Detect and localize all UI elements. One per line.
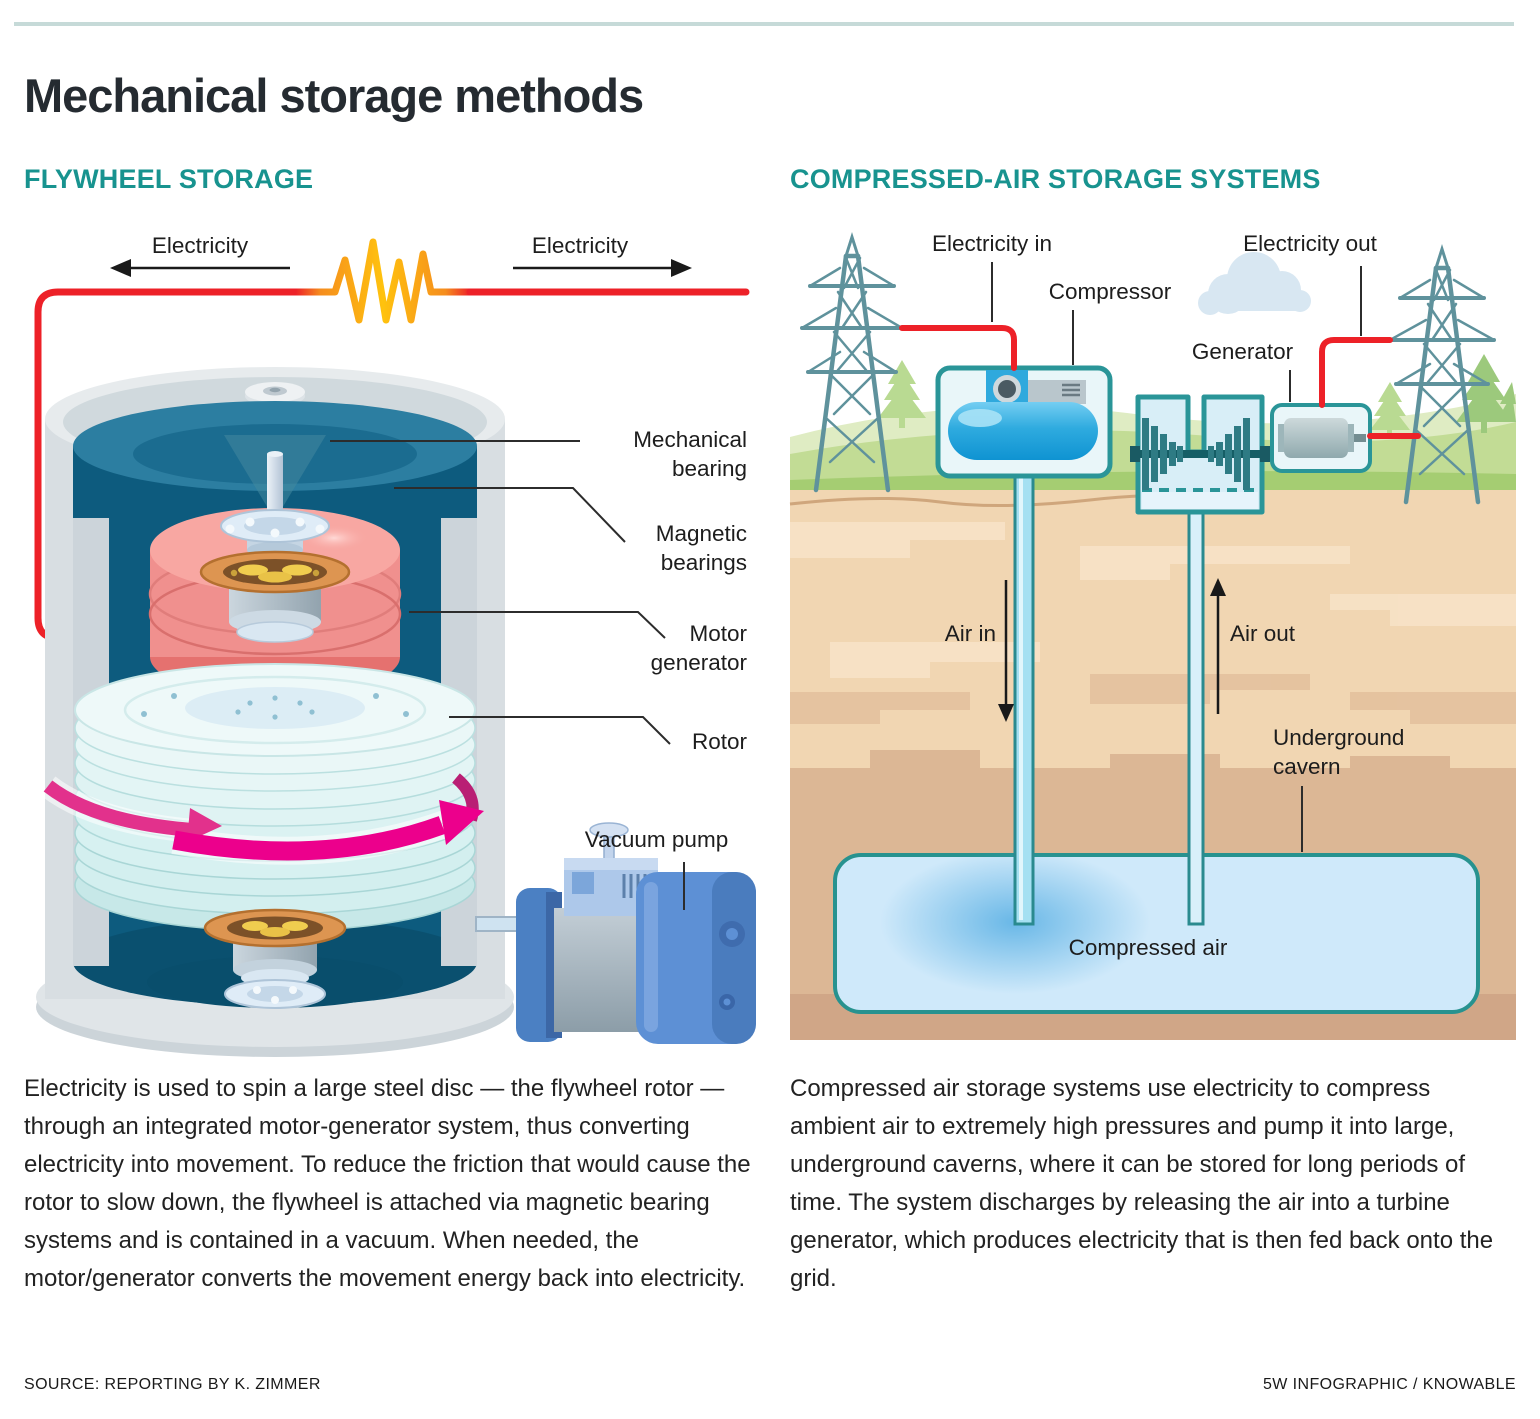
label-electricity-out: Electricity out — [1243, 231, 1377, 256]
rotor-disc — [74, 663, 476, 932]
page-title: Mechanical storage methods — [24, 69, 644, 122]
magnetic-bearing-top — [199, 550, 351, 643]
air-flow-arrows — [998, 578, 1226, 722]
flywheel-diagram: Electricity Electricity Mechanical beari… — [24, 220, 756, 1068]
cloud-icon — [1198, 252, 1311, 315]
air-pipes — [1013, 470, 1205, 926]
label-generator: Generator — [1191, 339, 1294, 364]
air-in-pipe — [1013, 470, 1035, 926]
compressed-air-illustration — [789, 232, 1516, 1040]
transmission-tower-right — [1388, 244, 1496, 505]
label-air-out: Air out — [1230, 621, 1296, 646]
label-electricity-in: Electricity in — [931, 231, 1053, 256]
flywheel-illustration — [34, 238, 756, 1057]
tree-icon — [878, 360, 1410, 439]
label-air-in: Air in — [944, 621, 996, 646]
bottom-bearings — [147, 908, 403, 1009]
transmission-tower-left — [800, 232, 904, 493]
source-credit: SOURCE: REPORTING BY K. ZIMMER — [24, 1376, 321, 1393]
flywheel-leader-lines — [330, 440, 685, 910]
heading-compressed-air: COMPRESSED-AIR STORAGE SYSTEMS — [790, 164, 1321, 194]
compressed-air-diagram: Electricity in Electricity out Compresso… — [789, 222, 1516, 1042]
underground-cavern — [833, 850, 1480, 1014]
top-rule — [14, 22, 1514, 26]
cas-leader-lines — [991, 262, 1362, 852]
label-rotor: Rotor — [691, 729, 747, 754]
label-magnetic-bearings: Magnetic bearings — [655, 521, 747, 575]
label-electricity-right: Electricity — [531, 233, 629, 258]
generator-unit — [1270, 403, 1372, 473]
label-underground-cavern: Underground cavern — [1273, 725, 1405, 779]
label-compressor: Compressor — [1048, 279, 1172, 304]
label-electricity-left: Electricity — [151, 233, 249, 258]
air-out-pipe — [1187, 508, 1205, 926]
shaft-and-top-bearings — [199, 451, 351, 643]
flywheel-machine — [36, 367, 514, 1057]
label-vacuum-pump: Vacuum pump — [584, 827, 729, 852]
heading-flywheel: FLYWHEEL STORAGE — [24, 164, 314, 194]
grid-wires — [899, 325, 1421, 439]
label-motor-generator: Motor generator — [650, 621, 747, 675]
label-mechanical-bearing: Mechanical bearing — [633, 427, 747, 481]
flywheel-caption: Electricity is used to spin a large stee… — [24, 1075, 751, 1292]
vacuum-pump — [475, 822, 756, 1044]
electricity-flow-arrows — [110, 259, 692, 277]
rotation-arrow — [40, 773, 484, 865]
turbine-unit — [1130, 394, 1270, 515]
label-compressed-air: Compressed air — [1068, 935, 1228, 960]
infographic-credit: 5W INFOGRAPHIC / KNOWABLE — [1263, 1376, 1516, 1393]
compressed-air-caption: Compressed air storage systems use elect… — [790, 1075, 1494, 1292]
compressor-unit — [935, 365, 1113, 479]
